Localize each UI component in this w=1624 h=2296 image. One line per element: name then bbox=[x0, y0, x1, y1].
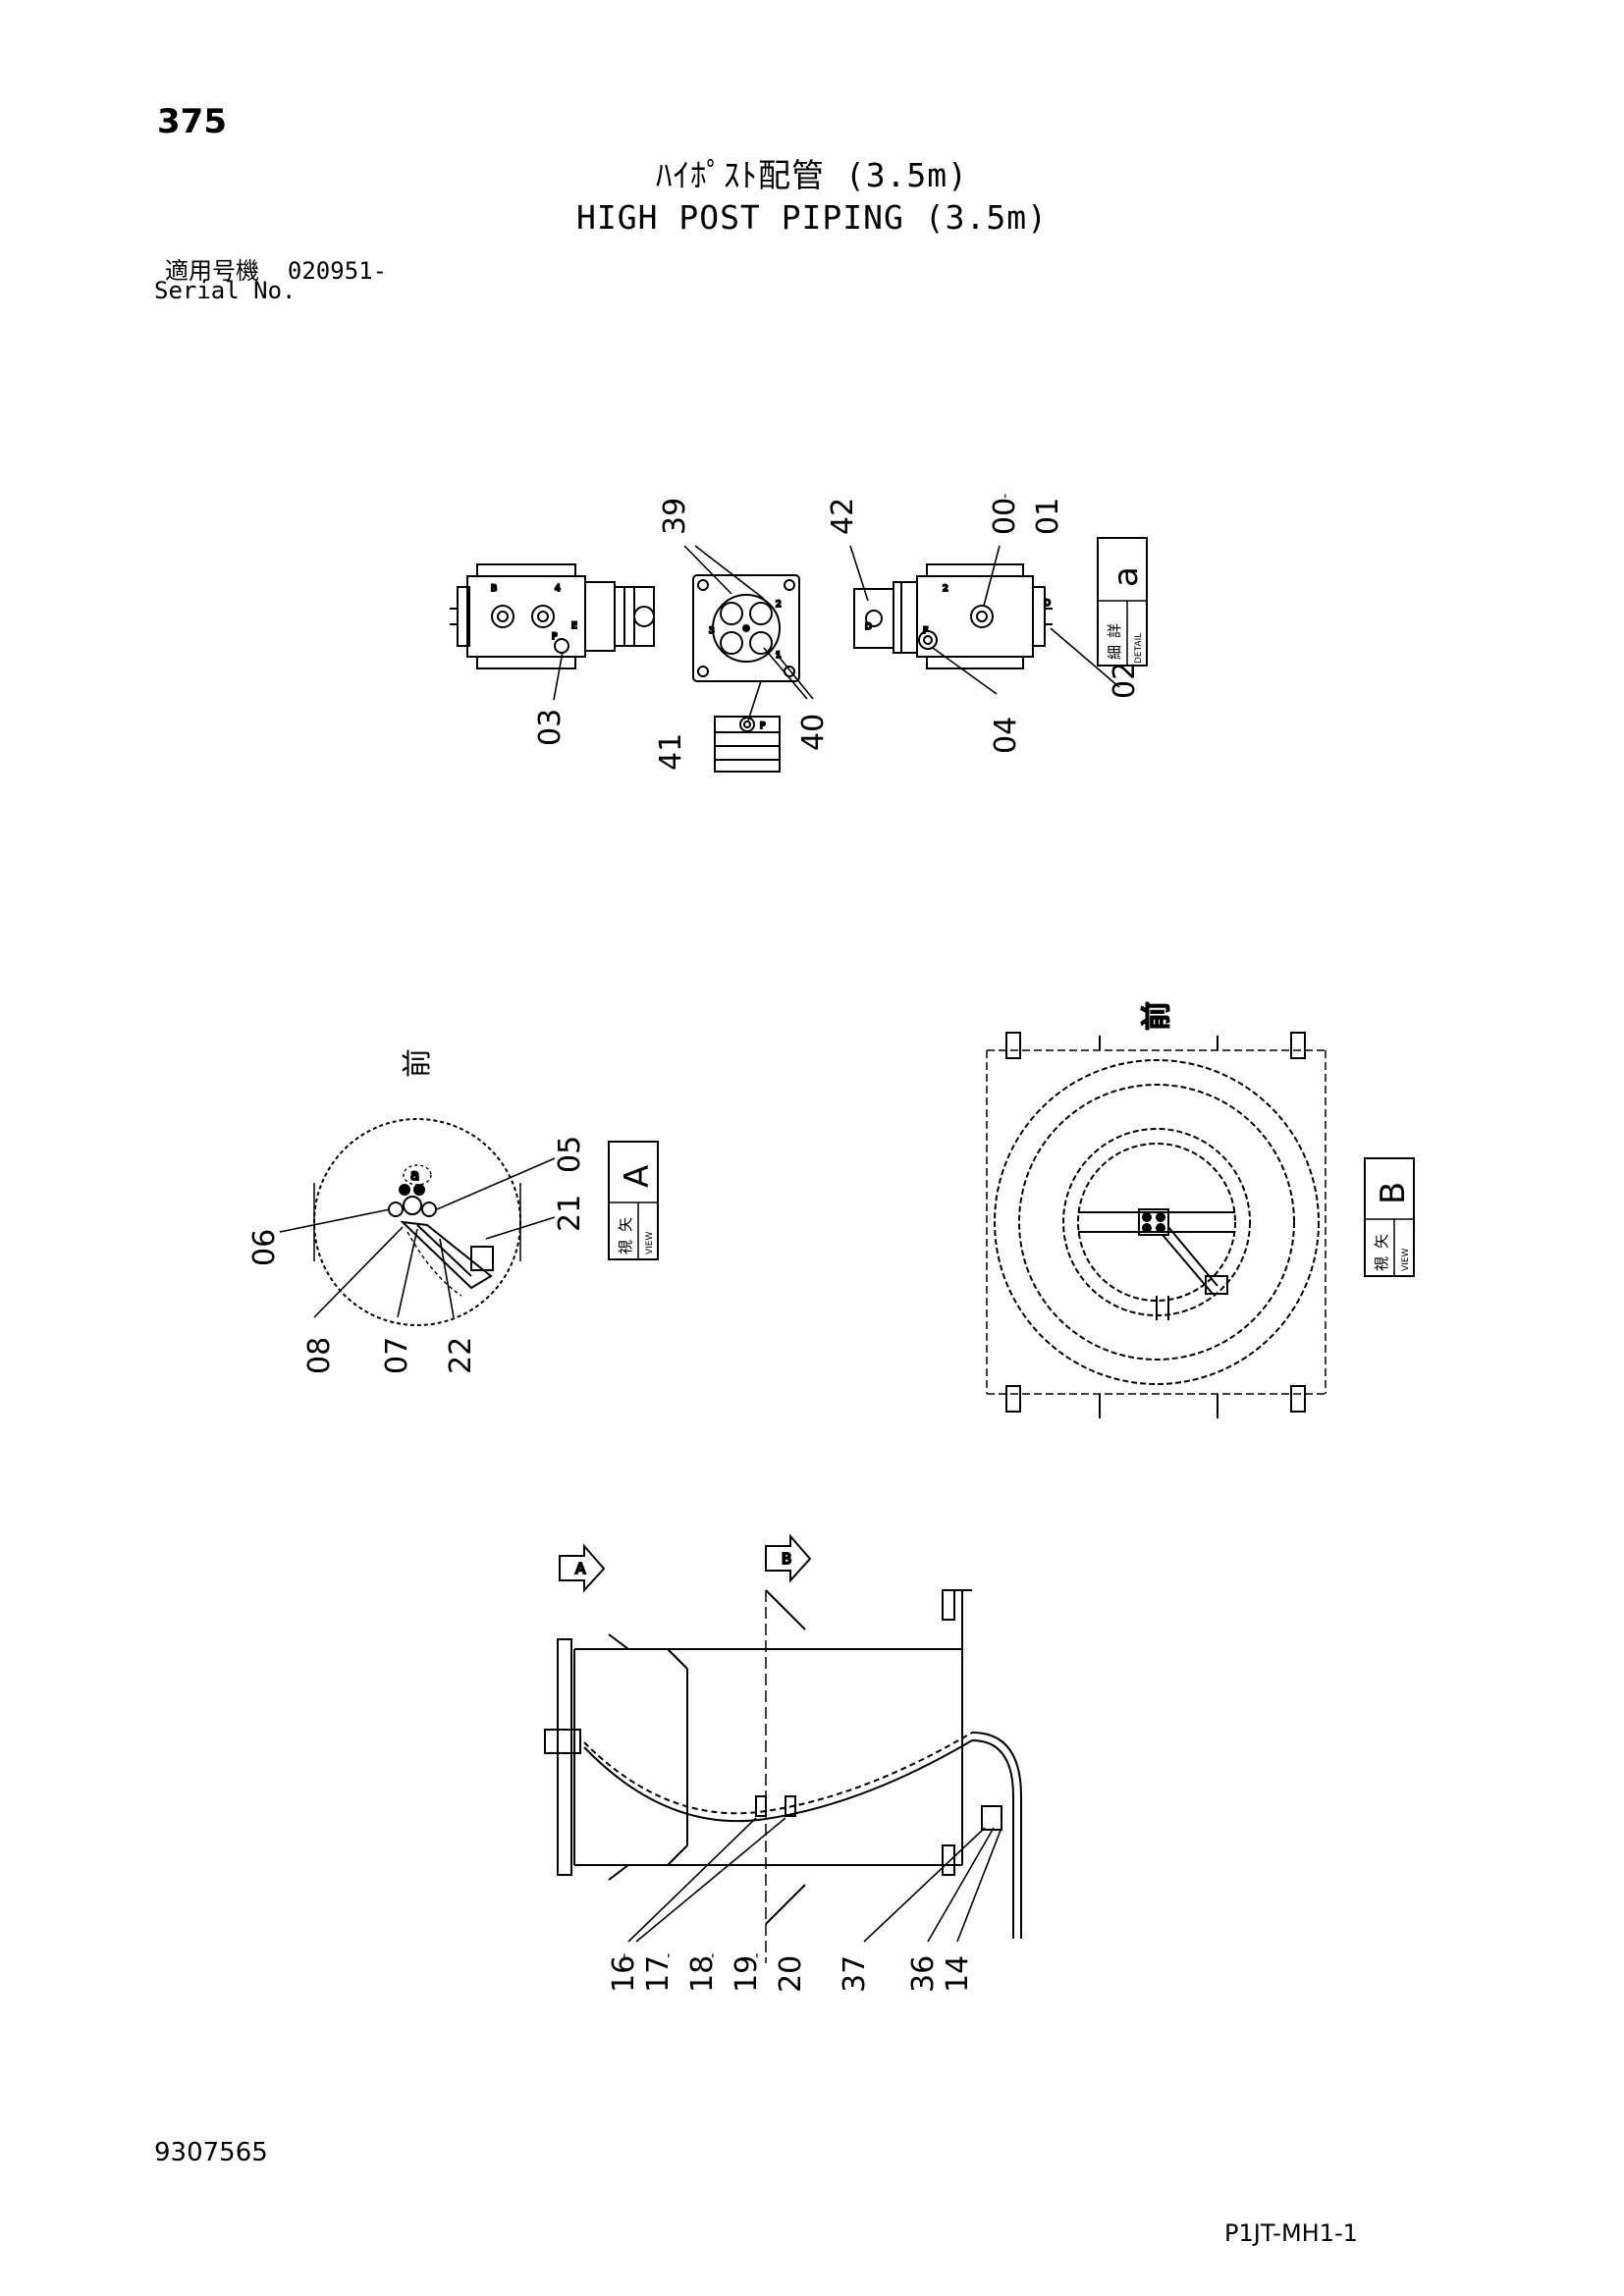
port-mark: F bbox=[923, 626, 928, 636]
callout-number: 00 bbox=[988, 498, 1022, 535]
detail-left-side-view bbox=[450, 563, 655, 669]
callout-number: 19 bbox=[730, 1955, 764, 1993]
side-view-leaders bbox=[627, 1817, 1002, 1943]
detail-a-box bbox=[1097, 537, 1148, 667]
detail-box-jp-top: 詳 bbox=[1106, 623, 1123, 638]
detail-right-side-view bbox=[853, 563, 1053, 669]
callout-separator: - bbox=[747, 1953, 765, 1958]
detail-box-jp-bottom: 細 bbox=[1106, 645, 1123, 660]
view-a-box-jp-bottom: 視 bbox=[617, 1240, 634, 1255]
view-b-box-jp-top: 矢 bbox=[1373, 1234, 1390, 1249]
port-mark: 2 bbox=[776, 600, 782, 610]
callout-number: 14 bbox=[941, 1955, 975, 1993]
callout-number: 18 bbox=[685, 1955, 720, 1993]
front-mark-a: 前 bbox=[401, 1048, 435, 1078]
callout-number: 05 bbox=[553, 1136, 587, 1173]
view-b-box-letter: B bbox=[1374, 1182, 1413, 1204]
page-title-en: HIGH POST PIPING (3.5m) bbox=[576, 198, 1048, 237]
arrow-b-mark bbox=[765, 1533, 812, 1583]
callout-number: 39 bbox=[658, 498, 692, 535]
callout-separator: - bbox=[703, 1953, 721, 1958]
callout-number: 37 bbox=[838, 1955, 872, 1993]
page-title-jp: ﾊｲﾎﾟｽﾄ配管 (3.5m) bbox=[655, 156, 969, 194]
serial-label-jp: 適用号機 020951- bbox=[165, 251, 387, 286]
view-a-drawing bbox=[313, 1118, 521, 1326]
front-mark-b: 前 bbox=[1140, 1001, 1174, 1031]
detail-box-en: DETAIL bbox=[1134, 633, 1144, 664]
callout-number: 36 bbox=[906, 1955, 941, 1993]
port-mark: D bbox=[1044, 599, 1051, 609]
callout-separator: - bbox=[615, 1953, 632, 1958]
view-b-box-jp-bottom: 視 bbox=[1373, 1256, 1390, 1271]
serial-value: 020951- bbox=[287, 257, 388, 285]
page-code: P1JT-MH1-1 bbox=[1224, 2219, 1358, 2247]
callout-number: 04 bbox=[989, 717, 1023, 754]
detail-center-top-view bbox=[692, 574, 800, 682]
serial-label-en: Serial No. bbox=[154, 277, 297, 304]
port-mark: P bbox=[552, 632, 558, 642]
view-a-leaders bbox=[279, 1157, 556, 1318]
callout-number: 02 bbox=[1108, 662, 1142, 699]
detail-box-letter: a bbox=[1107, 566, 1146, 587]
port-mark: 3 bbox=[709, 626, 715, 636]
port-mark: D bbox=[865, 622, 872, 632]
callout-number: 22 bbox=[444, 1337, 478, 1374]
port-mark: 2 bbox=[943, 584, 948, 594]
detail-ref-mark: a bbox=[410, 1166, 419, 1184]
view-b-box bbox=[1364, 1157, 1415, 1277]
callout-number: 20 bbox=[774, 1955, 808, 1993]
callout-number: 03 bbox=[533, 709, 568, 746]
side-view-drawing bbox=[544, 1589, 1022, 1963]
callout-number: 41 bbox=[654, 733, 688, 771]
arrow-a-label: A bbox=[575, 1560, 586, 1577]
port-mark: E bbox=[571, 621, 577, 631]
callout-number: 06 bbox=[247, 1229, 282, 1266]
callout-number: 21 bbox=[553, 1195, 587, 1232]
callout-number: 07 bbox=[380, 1337, 414, 1374]
callout-number: 42 bbox=[826, 498, 860, 535]
callout-number: 01 bbox=[1031, 498, 1065, 535]
page-number: 375 bbox=[157, 102, 227, 141]
arrow-b-label: B bbox=[782, 1550, 791, 1568]
detail-leaders bbox=[553, 545, 1120, 721]
view-a-box-en: VIEW bbox=[645, 1232, 655, 1255]
view-a-box-letter: A bbox=[618, 1165, 657, 1188]
callout-number: 40 bbox=[796, 714, 831, 751]
callout-number: 08 bbox=[302, 1337, 337, 1374]
detail-port-p-view bbox=[714, 716, 781, 773]
callout-number: 16 bbox=[607, 1955, 641, 1993]
arrow-a-mark bbox=[559, 1543, 606, 1593]
port-mark: P bbox=[760, 721, 766, 731]
view-a-box bbox=[608, 1141, 659, 1260]
document-number: 9307565 bbox=[154, 2138, 268, 2167]
view-b-drawing bbox=[986, 1032, 1326, 1418]
port-mark: B bbox=[491, 584, 497, 594]
callout-separator: - bbox=[996, 494, 1013, 499]
callout-separator: - bbox=[659, 1953, 677, 1958]
view-a-box-jp-top: 矢 bbox=[617, 1217, 634, 1232]
view-b-box-en: VIEW bbox=[1401, 1249, 1411, 1271]
callout-number: 17 bbox=[641, 1955, 676, 1993]
serial-label-jp-text: 適用号機 bbox=[165, 257, 259, 285]
port-mark: 4 bbox=[555, 584, 561, 594]
